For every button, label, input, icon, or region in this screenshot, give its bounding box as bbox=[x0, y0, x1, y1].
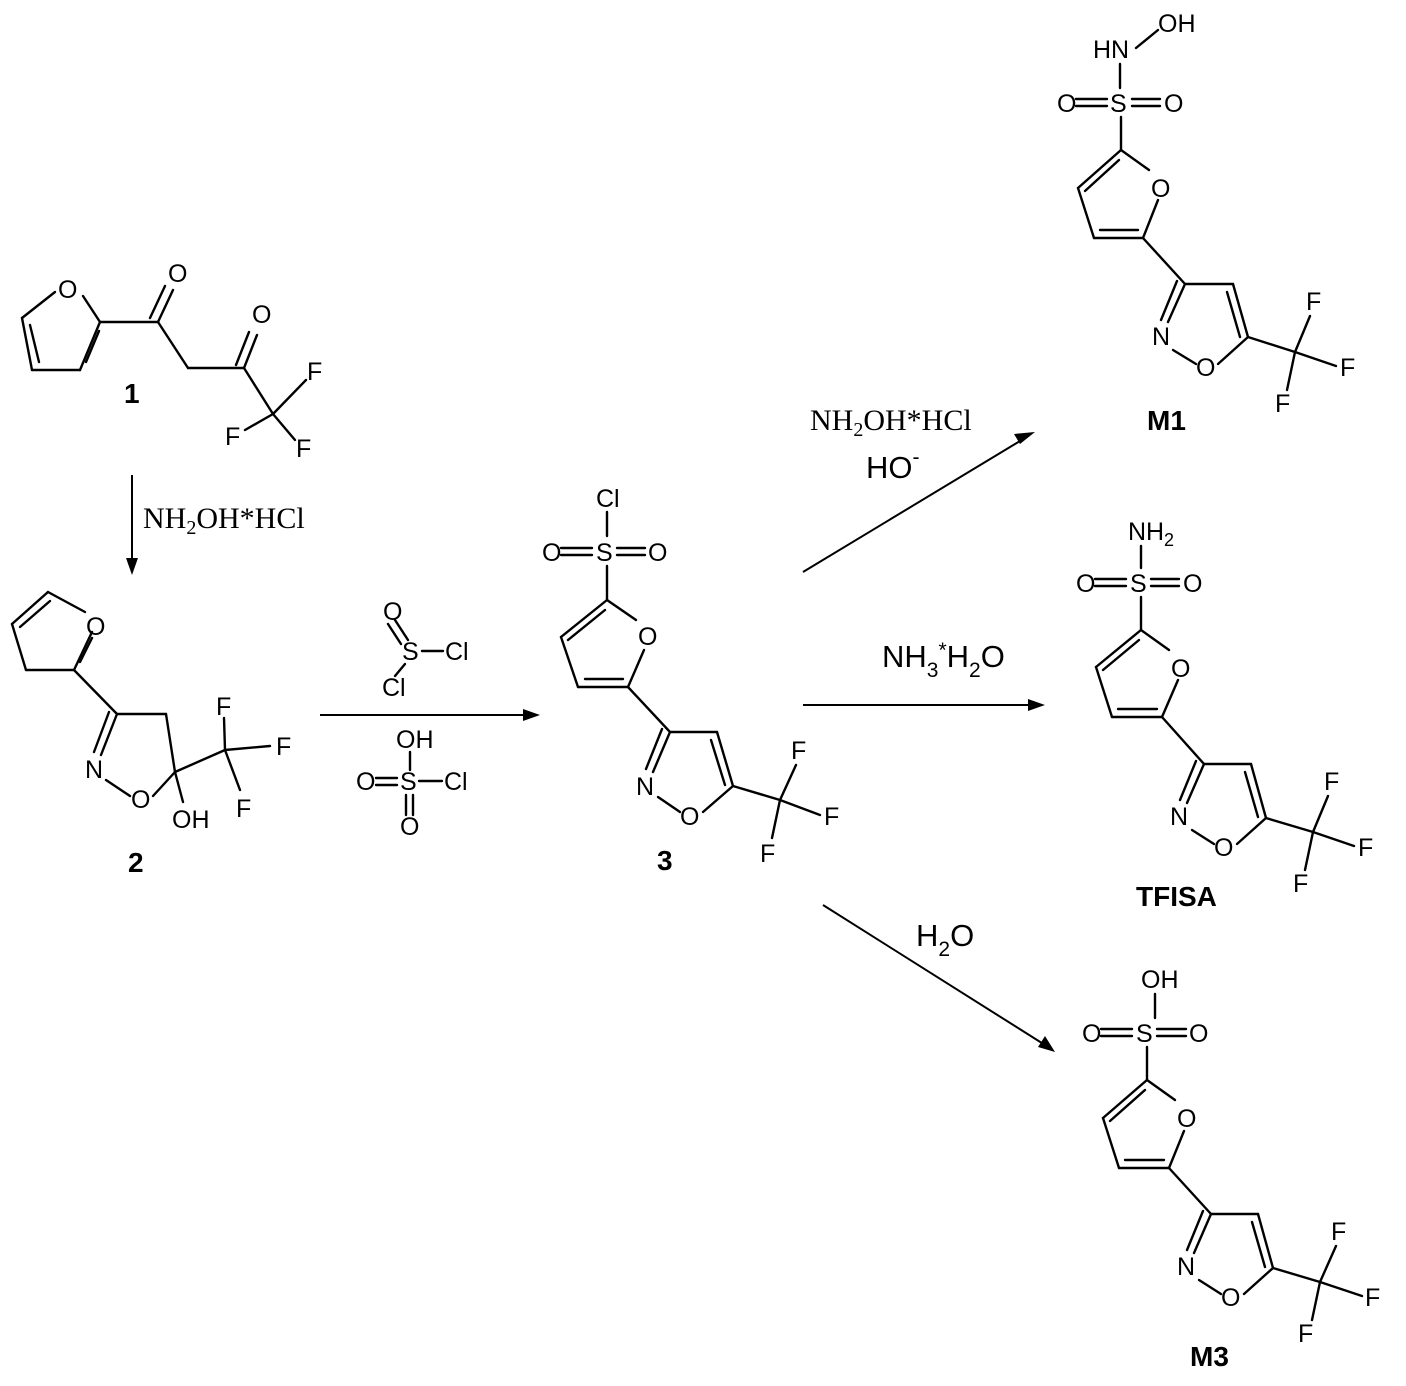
arrowhead bbox=[126, 558, 138, 575]
arrowhead bbox=[1038, 1036, 1055, 1052]
compound-3-structure: Cl O S O O N O F F F bbox=[542, 485, 839, 868]
svg-text:F: F bbox=[760, 840, 775, 868]
compound-tfisa-structure: NH 2 O S O O N O F F F bbox=[1076, 518, 1373, 898]
compound-tfisa-label: TFISA bbox=[1136, 881, 1217, 912]
atom-F: F bbox=[276, 733, 291, 761]
compound-2-label: 2 bbox=[128, 847, 144, 878]
svg-text:O: O bbox=[1183, 570, 1202, 598]
svg-text:Cl: Cl bbox=[444, 768, 468, 796]
svg-text:F: F bbox=[1324, 768, 1339, 796]
arrowhead bbox=[1014, 432, 1035, 444]
svg-text:O: O bbox=[1177, 1105, 1196, 1133]
reagent-chlorosulfonic-acid: OH O S Cl O bbox=[356, 726, 468, 841]
svg-text:F: F bbox=[1358, 834, 1373, 862]
svg-text:O: O bbox=[400, 813, 419, 841]
reagent-to-m1-line1: NH2OH*HCl bbox=[810, 404, 972, 441]
arrowhead bbox=[1028, 699, 1045, 711]
svg-text:O: O bbox=[1221, 1284, 1240, 1312]
atom-O: O bbox=[131, 786, 150, 814]
svg-text:O: O bbox=[1196, 354, 1215, 382]
svg-text:OH: OH bbox=[1141, 966, 1179, 994]
svg-text:N: N bbox=[1170, 803, 1188, 831]
arrow-3-to-m3 bbox=[822, 904, 1046, 1046]
svg-text:S: S bbox=[596, 539, 613, 567]
compound-m1-label: M1 bbox=[1147, 405, 1186, 436]
atom-N: N bbox=[85, 756, 103, 784]
reagent-step1: NH2OH*HCl bbox=[143, 502, 305, 539]
compound-m1-structure: OH HN O S O O N O F F bbox=[1057, 10, 1355, 418]
atom-F: F bbox=[236, 795, 251, 823]
svg-text:F: F bbox=[1340, 354, 1355, 382]
svg-text:O: O bbox=[1057, 90, 1076, 118]
svg-text:O: O bbox=[638, 623, 657, 651]
compound-m3-label: M3 bbox=[1190, 1341, 1229, 1372]
svg-text:S: S bbox=[400, 768, 417, 796]
svg-text:N: N bbox=[1152, 323, 1170, 351]
svg-text:F: F bbox=[1306, 288, 1321, 316]
atom-O: O bbox=[252, 301, 271, 329]
svg-text:OH: OH bbox=[396, 726, 434, 754]
svg-text:O: O bbox=[1151, 175, 1170, 203]
svg-text:F: F bbox=[791, 737, 806, 765]
svg-text:OH: OH bbox=[1158, 10, 1196, 38]
svg-text:O: O bbox=[1214, 834, 1233, 862]
svg-text:HN: HN bbox=[1093, 36, 1129, 64]
svg-text:O: O bbox=[356, 768, 375, 796]
arrow-3-to-m1 bbox=[802, 437, 1026, 573]
svg-text:O: O bbox=[1164, 90, 1183, 118]
svg-text:Cl: Cl bbox=[445, 638, 469, 666]
svg-text:F: F bbox=[1293, 870, 1308, 898]
svg-text:N: N bbox=[636, 773, 654, 801]
svg-text:O: O bbox=[1171, 655, 1190, 683]
svg-text:O: O bbox=[1076, 570, 1095, 598]
atom-F: F bbox=[296, 435, 311, 463]
svg-text:S: S bbox=[1110, 90, 1127, 118]
atom-OH: OH bbox=[172, 806, 210, 834]
atom-O: O bbox=[86, 613, 105, 641]
svg-text:NH: NH bbox=[1128, 518, 1164, 546]
atom-F: F bbox=[216, 693, 231, 721]
svg-text:O: O bbox=[680, 803, 699, 831]
svg-text:Cl: Cl bbox=[382, 674, 406, 702]
atom-F: F bbox=[225, 423, 240, 451]
compound-2-structure: O N O OH F F F bbox=[10, 590, 291, 834]
atom-F: F bbox=[307, 358, 322, 386]
svg-text:O: O bbox=[1189, 1020, 1208, 1048]
svg-text:F: F bbox=[824, 803, 839, 831]
arrowhead bbox=[523, 709, 540, 721]
atom-O: O bbox=[168, 260, 187, 288]
compound-3-label: 3 bbox=[657, 845, 673, 876]
svg-text:O: O bbox=[1082, 1020, 1101, 1048]
svg-text:F: F bbox=[1275, 390, 1290, 418]
atom-O: O bbox=[58, 276, 77, 304]
reagent-to-m3: H2O bbox=[916, 918, 974, 961]
svg-text:F: F bbox=[1298, 1320, 1313, 1348]
svg-text:O: O bbox=[542, 539, 561, 567]
svg-text:F: F bbox=[1365, 1284, 1380, 1312]
compound-1-structure: O O O F F F bbox=[20, 260, 322, 463]
svg-text:S: S bbox=[402, 638, 419, 666]
reagent-to-tfisa: NH3*H2O bbox=[882, 639, 1005, 682]
svg-text:S: S bbox=[1136, 1020, 1153, 1048]
svg-text:N: N bbox=[1177, 1253, 1195, 1281]
reagent-to-m1-line2: HO- bbox=[866, 446, 920, 485]
compound-1-label: 1 bbox=[124, 378, 140, 409]
svg-text:2: 2 bbox=[1164, 530, 1174, 550]
reagent-thionyl-chloride: O S Cl Cl bbox=[382, 598, 469, 702]
svg-text:O: O bbox=[383, 598, 402, 626]
svg-text:F: F bbox=[1331, 1218, 1346, 1246]
svg-text:S: S bbox=[1130, 570, 1147, 598]
svg-text:Cl: Cl bbox=[596, 485, 620, 513]
compound-m3-structure: OH O S O O N O F F F bbox=[1082, 966, 1380, 1348]
svg-text:O: O bbox=[648, 539, 667, 567]
